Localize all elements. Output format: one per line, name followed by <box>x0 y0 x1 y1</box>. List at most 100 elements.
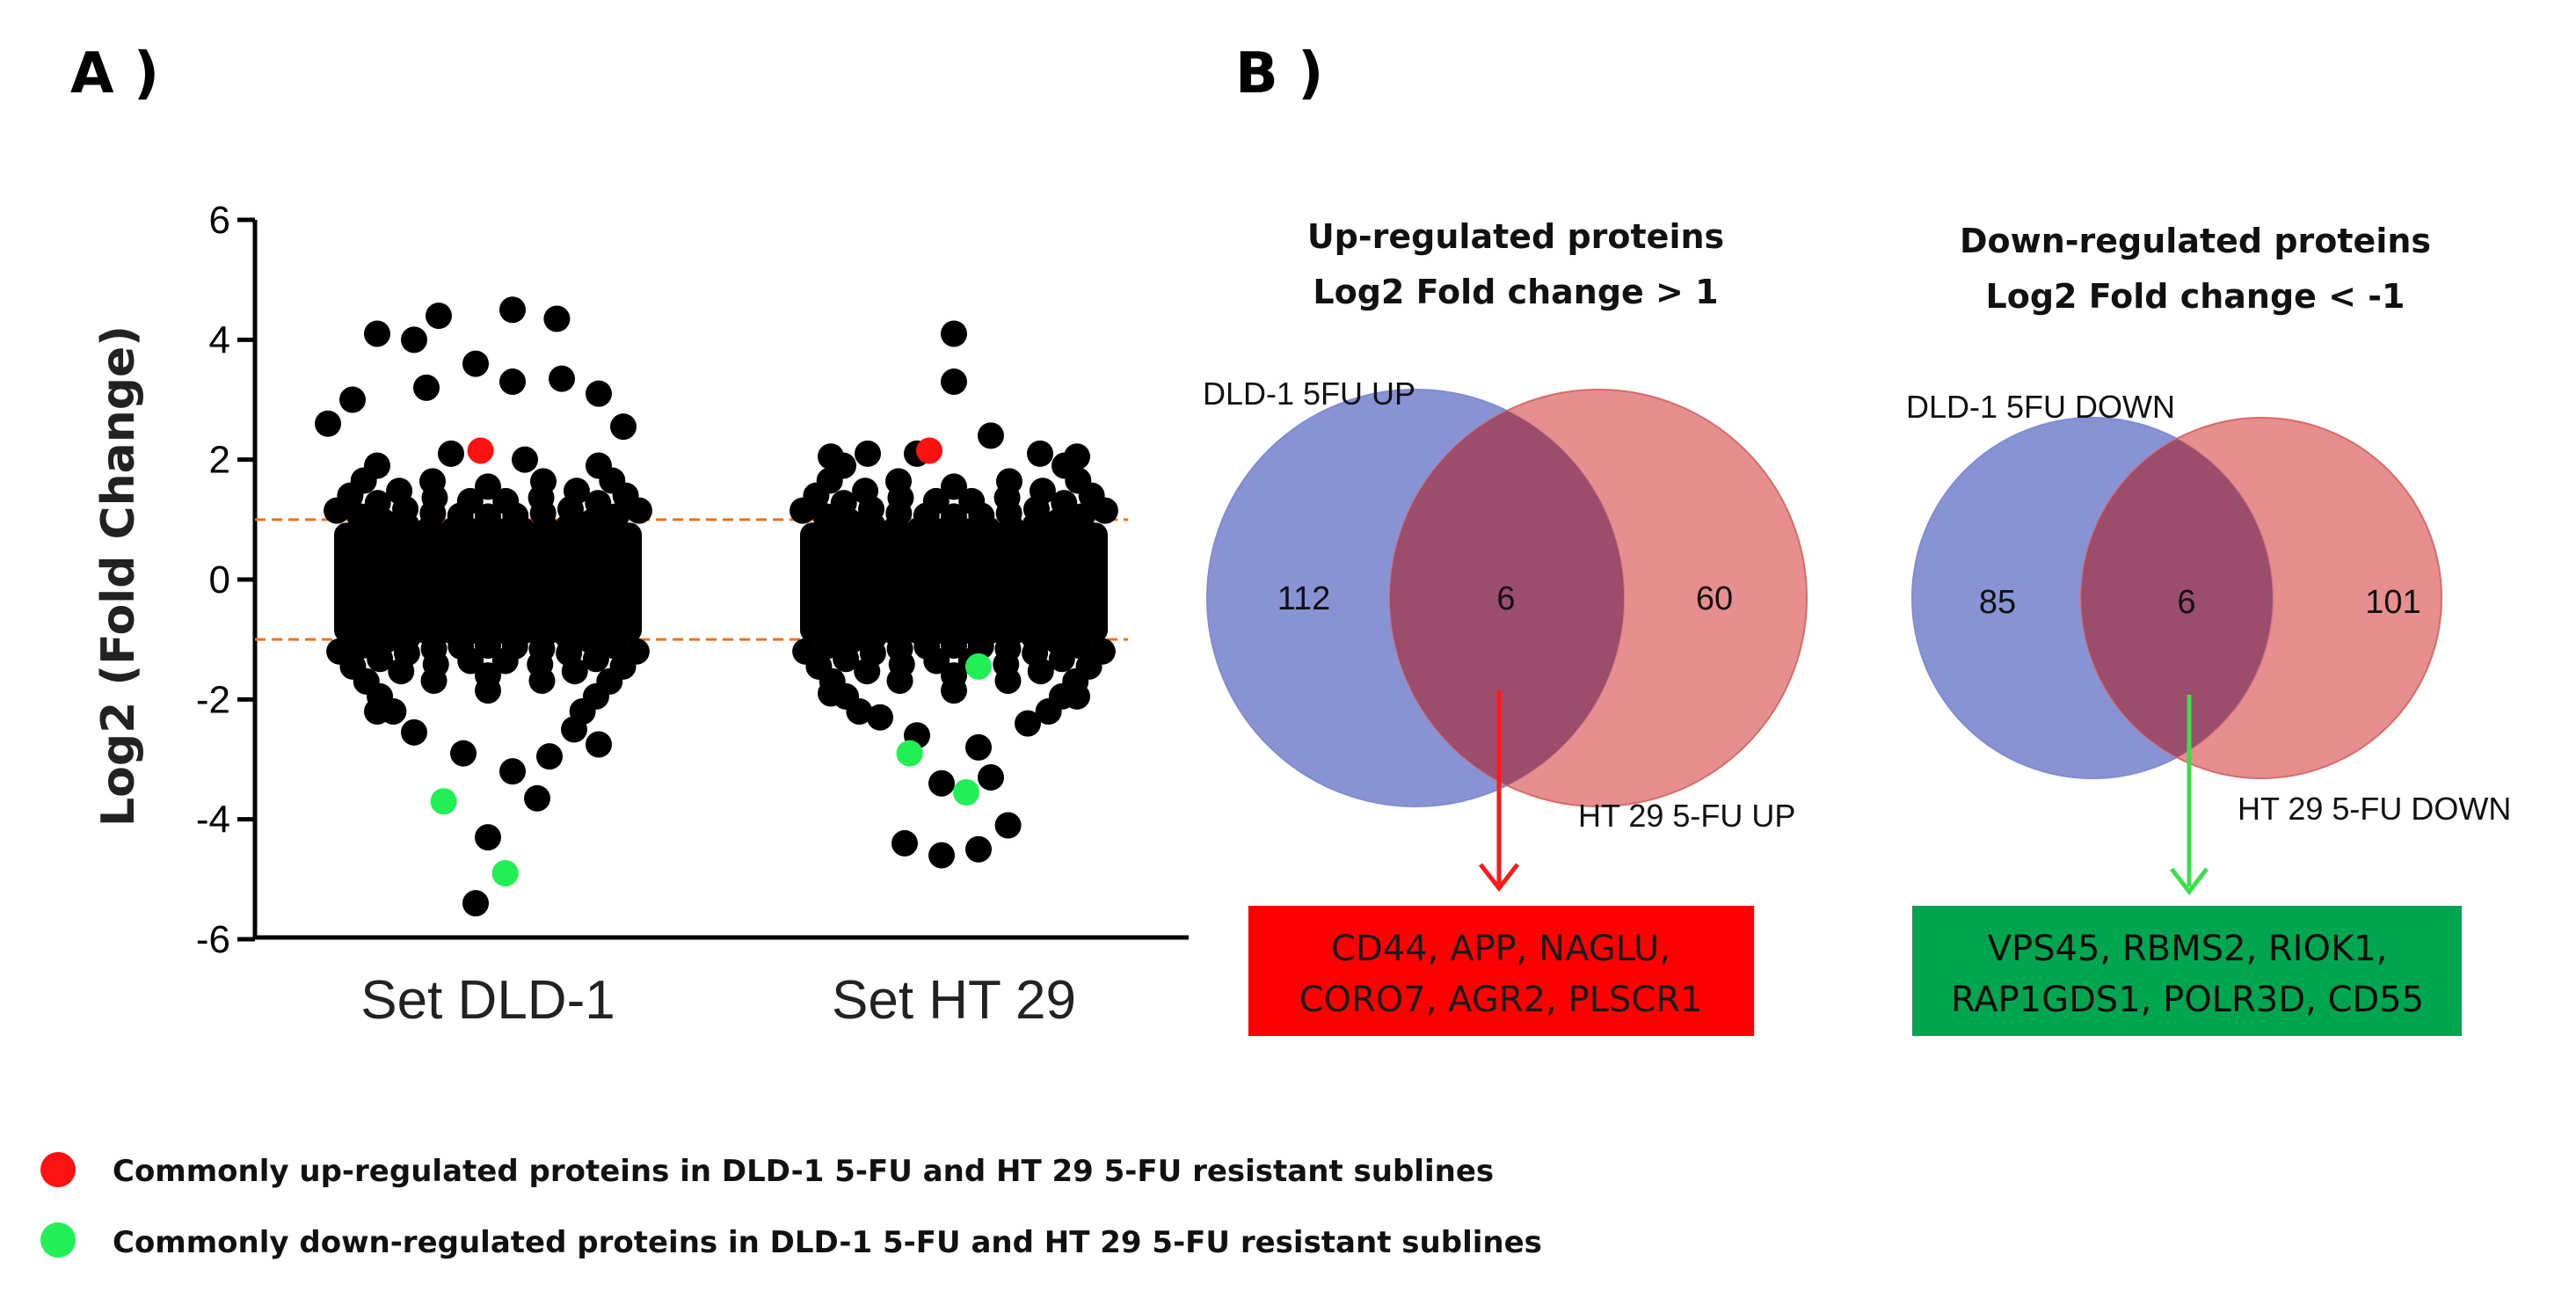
venn-down-left-label: DLD-1 5FU DOWN <box>1906 389 2175 425</box>
venn-up-overlap <box>1389 411 1625 785</box>
data-point <box>499 368 526 396</box>
y-tick-label: -4 <box>196 799 230 842</box>
venn-down-right-label: HT 29 5-FU DOWN <box>2238 791 2511 827</box>
panel-a-label: A ) <box>70 41 159 106</box>
data-point <box>549 365 575 392</box>
venn-up-arrow-head <box>1479 863 1519 893</box>
data-point <box>438 440 464 467</box>
down-highlight-point <box>896 740 923 767</box>
legend-down-text: Commonly down-regulated proteins in DLD-… <box>113 1225 1542 1260</box>
down-highlight-point <box>953 778 979 806</box>
down-highlight-point <box>491 860 519 887</box>
y-tick-label: -6 <box>196 918 230 961</box>
down-highlight-point <box>965 653 992 680</box>
data-point <box>978 763 1004 791</box>
data-point <box>855 440 881 467</box>
data-point <box>401 326 427 354</box>
legend: Commonly up-regulated proteins in DLD-1 … <box>40 1152 1542 1260</box>
venn-up-proteins-2: CORO7, AGR2, PLSCR1 <box>1299 980 1703 1020</box>
category-label-ht29: Set HT 29 <box>832 970 1076 1031</box>
venn-up-overlap-count: 6 <box>1496 580 1515 617</box>
venn-down-left-count: 85 <box>1979 584 2016 621</box>
data-point <box>1015 710 1041 737</box>
venn-up-title-1: Up-regulated proteins <box>1307 217 1724 256</box>
data-point <box>462 890 489 917</box>
venn-down-title-2: Log2 Fold change < -1 <box>1986 277 2405 316</box>
data-point <box>891 829 918 857</box>
up-highlight-point <box>916 437 942 464</box>
data-point <box>818 443 844 470</box>
data-point <box>941 320 967 347</box>
data-point <box>364 320 390 347</box>
data-point <box>462 350 489 377</box>
data-point <box>965 733 992 761</box>
venn-down-arrow-head <box>2170 867 2209 896</box>
data-point <box>978 422 1004 449</box>
panel-b-label: B ) <box>1235 41 1323 106</box>
venn-down-overlap-count: 6 <box>2177 584 2195 621</box>
data-point <box>543 305 571 332</box>
venn-up-right-label: HT 29 5-FU UP <box>1578 798 1795 834</box>
data-point <box>512 446 538 473</box>
data-point <box>928 769 955 797</box>
data-point <box>586 380 612 407</box>
data-point <box>928 842 955 869</box>
data-point <box>610 413 637 441</box>
data-point <box>818 680 844 707</box>
venn-up-left-label: DLD-1 5FU UP <box>1203 376 1415 412</box>
y-axis-label: Log2 (Fold Change) <box>92 325 145 827</box>
venn-up-right-count: 60 <box>1696 580 1733 617</box>
data-point <box>450 740 477 767</box>
venn-down-protein-box <box>1912 906 2462 1036</box>
y-ticks: 6 4 2 0 -2 -4 -6 <box>196 199 255 961</box>
legend-up-text: Commonly up-regulated proteins in DLD-1 … <box>113 1154 1494 1189</box>
y-tick-label: 4 <box>209 318 230 361</box>
venn-up-protein-box <box>1248 906 1754 1036</box>
data-point <box>965 835 992 863</box>
data-point <box>1064 443 1090 470</box>
dot-clouds <box>324 452 1118 725</box>
venn-down: Down-regulated proteins Log2 Fold change… <box>1906 222 2511 1036</box>
venn-up-left-count: 112 <box>1277 580 1331 617</box>
data-point <box>426 303 452 330</box>
data-point <box>339 386 366 413</box>
data-point <box>994 812 1022 839</box>
data-point <box>1027 440 1053 467</box>
data-point <box>1064 682 1090 710</box>
y-tick-label: 6 <box>209 199 230 242</box>
venn-down-overlap <box>2081 439 2273 757</box>
data-points <box>315 296 1090 917</box>
data-point <box>867 704 893 731</box>
y-tick-label: 0 <box>209 558 230 602</box>
data-point <box>586 731 612 758</box>
venn-up-title-2: Log2 Fold change > 1 <box>1313 273 1718 311</box>
data-point <box>499 758 526 785</box>
data-point <box>561 716 587 743</box>
data-point <box>524 784 550 812</box>
data-point <box>536 743 563 770</box>
venn-down-title-1: Down-regulated proteins <box>1960 222 2431 260</box>
y-tick-label: -2 <box>196 678 230 721</box>
legend-up-marker <box>40 1152 76 1187</box>
data-point <box>941 368 967 396</box>
category-label-dld1: Set DLD-1 <box>360 970 615 1031</box>
down-highlight-point <box>430 788 457 815</box>
venn-up-proteins-1: CD44, APP, NAGLU, <box>1331 929 1670 969</box>
data-point <box>401 718 427 746</box>
dot-cloud-ht29 <box>790 452 1118 725</box>
up-highlight-point <box>467 437 494 464</box>
venn-down-right-count: 101 <box>2365 584 2420 621</box>
data-point <box>315 410 341 437</box>
data-point <box>364 697 390 725</box>
data-point <box>499 296 526 324</box>
y-tick-label: 2 <box>209 439 230 482</box>
venn-up: Up-regulated proteins Log2 Fold change >… <box>1203 217 1808 1036</box>
data-point <box>475 824 501 851</box>
dot-cloud-dld1 <box>324 452 652 725</box>
data-point <box>413 374 440 401</box>
venn-down-proteins-1: VPS45, RBMS2, RIOK1, <box>1988 929 2388 969</box>
legend-down-marker <box>40 1222 76 1258</box>
venn-down-proteins-2: RAP1GDS1, POLR3D, CD55 <box>1951 980 2424 1020</box>
